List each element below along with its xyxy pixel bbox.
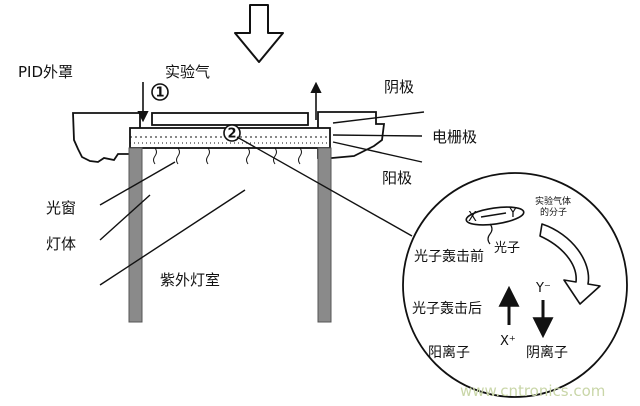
inset-before-impact: 光子轰击前 [414, 248, 484, 265]
leader-to-inset [236, 136, 413, 237]
photon-squiggle [246, 147, 250, 165]
lamp-wall-left [128, 147, 143, 323]
leader-uv-chamber [99, 189, 246, 286]
leader-lamp-body [99, 194, 151, 241]
label-grid-electrode: 电栅极 [432, 128, 477, 146]
photon-squiggle [206, 147, 210, 165]
inset-circle [402, 172, 628, 398]
ion-y-minus: Y⁻ [535, 281, 551, 296]
atom-y-label: Y [508, 206, 517, 221]
label-cathode: 阴极 [384, 78, 414, 96]
inset-cation-label: 阳离子 [428, 344, 470, 361]
molecule-bond [480, 212, 507, 218]
label-pid-cover: PID外罩 [18, 63, 73, 81]
inset-anion-label: 阴离子 [526, 344, 568, 361]
inset-curved-arrow [539, 223, 601, 305]
inset-gas-molecule-label-line1: 实验气体 [535, 195, 571, 207]
ion-x-plus: X⁺ [500, 334, 516, 349]
inset-after-impact: 光子轰击后 [412, 300, 482, 317]
label-lamp-body: 灯体 [46, 235, 76, 253]
marker-1-circle [151, 83, 169, 101]
photon-squiggle [273, 147, 277, 165]
photon-squiggle [176, 147, 180, 165]
watermark: www.cntronics.com [460, 382, 605, 400]
label-light-window: 光窗 [46, 199, 76, 217]
label-test-gas: 实验气 [165, 63, 210, 81]
marker-1-label: 1 [155, 86, 164, 101]
gas-inflow-arrow [234, 4, 284, 63]
photon-squiggle [153, 147, 157, 165]
leader-anode [332, 141, 423, 163]
label-anode: 阳极 [382, 169, 412, 187]
photon-squiggle [298, 147, 302, 165]
label-uv-chamber: 紫外灯室 [160, 271, 220, 289]
molecule-xy [465, 206, 525, 226]
leader-grid [332, 134, 423, 137]
marker-2-circle [223, 124, 241, 142]
marker-2-label: 2 [227, 127, 236, 142]
leader-cathode [332, 111, 425, 124]
leader-light-window [99, 161, 176, 206]
top-electrode-plate [151, 112, 309, 126]
inset-gas-molecule-label-line2: 的分子 [540, 206, 567, 218]
atom-x-label: X [468, 210, 477, 225]
lamp-wall-right [317, 147, 332, 323]
inset-photon-label: 光子 [494, 241, 520, 256]
inset-photon-squiggle [487, 223, 493, 245]
